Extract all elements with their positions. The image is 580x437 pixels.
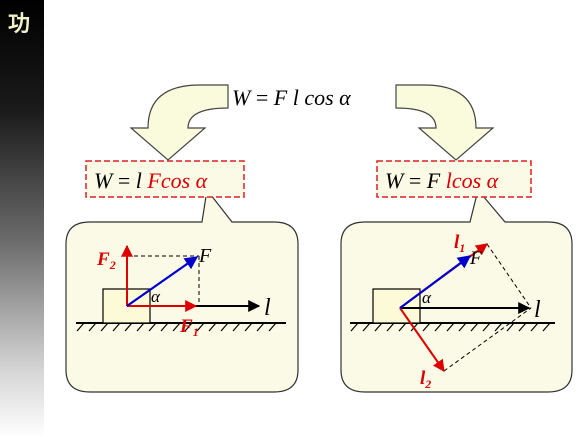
left-label-F1: F1	[179, 316, 199, 339]
right-callout	[340, 188, 573, 393]
right-label-alpha: α	[422, 288, 432, 307]
left-label-alpha: α	[151, 287, 161, 306]
right-dash-top	[486, 243, 532, 309]
right-dash-bottom	[443, 307, 532, 372]
curved-arrow-right	[395, 84, 495, 161]
slide-title: 功	[8, 12, 31, 37]
side-bar	[0, 0, 44, 437]
right-formula-box	[376, 160, 532, 198]
left-formula-box	[85, 160, 245, 198]
left-force-arrow	[126, 256, 199, 307]
right-force-arrow	[399, 255, 472, 309]
left-formula: W = l Fcos α	[94, 168, 208, 193]
right-label-l: l	[534, 297, 541, 323]
left-callout	[65, 188, 299, 393]
curved-arrow-left	[129, 84, 229, 161]
left-label-l: l	[264, 295, 271, 321]
main-formula: W = F l cos α	[232, 85, 351, 110]
right-block	[372, 288, 421, 324]
left-label-F: F	[198, 245, 212, 267]
right-label-F: F	[469, 248, 482, 269]
right-formula: W = F lcos α	[385, 168, 499, 193]
right-label-l1: l1	[454, 232, 465, 255]
right-label-l2: l2	[420, 368, 431, 391]
left-label-F2: F2	[96, 249, 116, 272]
right-l2-arrow	[399, 307, 445, 372]
